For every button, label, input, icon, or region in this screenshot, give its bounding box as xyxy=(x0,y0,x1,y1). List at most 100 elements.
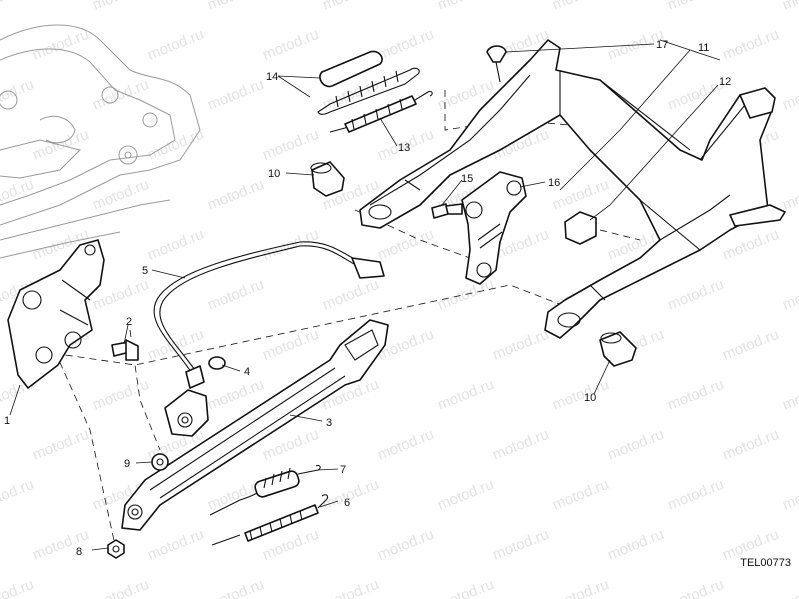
watermark-text: motod.ru xyxy=(780,376,799,414)
callout-3: 3 xyxy=(326,417,332,429)
watermark-text: motod.ru xyxy=(145,526,206,564)
callout-11: 11 xyxy=(698,42,709,54)
callout-8: 8 xyxy=(76,546,82,558)
watermark-text: motod.ru xyxy=(720,326,781,364)
watermark-text: motod.ru xyxy=(90,576,151,599)
callout-7: 7 xyxy=(340,464,346,476)
watermark-text: motod.ru xyxy=(665,0,726,14)
watermark-text: motod.ru xyxy=(260,26,321,64)
callout-14: 14 xyxy=(266,71,278,83)
watermark-text: motod.ru xyxy=(320,0,381,14)
watermark-text: motod.ru xyxy=(665,476,726,514)
watermark-text: motod.ru xyxy=(665,376,726,414)
watermark-text: motod.ru xyxy=(780,0,799,14)
sidestand-switch-cable xyxy=(153,241,385,389)
watermark-text: motod.ru xyxy=(30,426,91,464)
callout-1: 1 xyxy=(4,415,10,427)
watermark-text: motod.ru xyxy=(550,0,611,14)
watermark-text: motod.ru xyxy=(780,576,799,599)
watermark-text: motod.ru xyxy=(375,26,436,64)
callout-10-lower: 10 xyxy=(584,392,596,404)
watermark-text: motod.ru xyxy=(435,376,496,414)
watermark-text: motod.ru xyxy=(435,576,496,599)
engine-casing-outline xyxy=(0,24,201,259)
watermark-text: motod.ru xyxy=(780,76,799,114)
bolt-15 xyxy=(431,203,463,219)
watermark-text: motod.ru xyxy=(205,576,266,599)
leader-lines xyxy=(9,39,721,551)
watermark-text: motod.ru xyxy=(320,576,381,599)
watermark-text: motod.ru xyxy=(90,376,151,414)
callout-5: 5 xyxy=(142,265,148,277)
spring-6 xyxy=(211,494,329,546)
watermark-text: motod.ru xyxy=(90,176,151,214)
watermark-text: motod.ru xyxy=(205,176,266,214)
watermark-text: motod.ru xyxy=(30,26,91,64)
callout-6: 6 xyxy=(344,497,350,509)
watermark-text: motod.ru xyxy=(550,476,611,514)
watermark-text: motod.ru xyxy=(780,276,799,314)
pin-knob-17 xyxy=(486,45,507,83)
watermark-text: motod.ru xyxy=(435,0,496,14)
watermark-text: motod.ru xyxy=(375,226,436,264)
callout-16: 16 xyxy=(548,177,560,189)
watermark-text: motod.ru xyxy=(665,576,726,599)
watermark-text: motod.ru xyxy=(605,426,666,464)
bushing-10-upper xyxy=(310,161,345,197)
watermark-text: motod.ru xyxy=(490,426,551,464)
watermark-text: motod.ru xyxy=(780,476,799,514)
rubber-pad-12 xyxy=(564,211,597,245)
watermark-text: motod.ru xyxy=(550,576,611,599)
spring-pin-14 xyxy=(317,50,420,115)
watermark-text: motod.ru xyxy=(0,576,36,599)
watermark-text: motod.ru xyxy=(205,0,266,14)
watermark-text: motod.ru xyxy=(90,0,151,14)
watermark-text: motod.ru xyxy=(665,76,726,114)
bushing-10-lower xyxy=(599,331,637,367)
watermark-text: motod.ru xyxy=(145,26,206,64)
watermark-text: motod.ru xyxy=(0,76,36,114)
watermark-text: motod.ru xyxy=(260,126,321,164)
center-stand-frame xyxy=(359,39,786,339)
watermark-text: motod.ru xyxy=(435,476,496,514)
watermark-text: motod.ru xyxy=(780,176,799,214)
watermark-text: motod.ru xyxy=(260,226,321,264)
watermark-text: motod.ru xyxy=(490,526,551,564)
watermark-text: motod.ru xyxy=(90,76,151,114)
watermark-text: motod.ru xyxy=(720,426,781,464)
watermark-text: motod.ru xyxy=(205,76,266,114)
sidestand-switch xyxy=(164,356,226,437)
bolt-2 xyxy=(111,339,139,361)
watermark-text: motod.ru xyxy=(30,526,91,564)
side-stand-bracket xyxy=(7,239,105,389)
spring-13 xyxy=(329,90,433,133)
callout-9: 9 xyxy=(124,458,130,470)
watermark-text: motod.ru xyxy=(320,476,381,514)
washer-9 xyxy=(151,453,169,471)
watermark-text: motod.ru xyxy=(550,376,611,414)
callout-4: 4 xyxy=(244,366,250,378)
callout-13: 13 xyxy=(398,142,410,154)
watermark-text: motod.ru xyxy=(665,276,726,314)
watermark-text: motod.ru xyxy=(490,326,551,364)
watermark-text: motod.ru xyxy=(145,226,206,264)
callout-17: 17 xyxy=(656,39,668,51)
drawing-code: TEL00773 xyxy=(740,557,791,569)
watermark-text: motod.ru xyxy=(145,126,206,164)
watermark-text: motod.ru xyxy=(720,26,781,64)
link-plate-16 xyxy=(461,171,527,285)
watermark-text: motod.ru xyxy=(320,276,381,314)
nut-8 xyxy=(107,539,125,559)
callout-2: 2 xyxy=(126,316,132,328)
callout-15: 15 xyxy=(461,173,473,185)
callout-12: 12 xyxy=(719,76,731,88)
watermark-text: motod.ru xyxy=(0,0,36,14)
callout-10-upper: 10 xyxy=(268,168,280,180)
watermark-text: motod.ru xyxy=(720,226,781,264)
side-stand-leg xyxy=(121,319,389,531)
watermark-text: motod.ru xyxy=(205,276,266,314)
callout-labels: 1 2 3 4 5 6 7 8 9 10 10 11 12 13 14 15 1… xyxy=(4,39,731,558)
watermark-text: motod.ru xyxy=(375,426,436,464)
